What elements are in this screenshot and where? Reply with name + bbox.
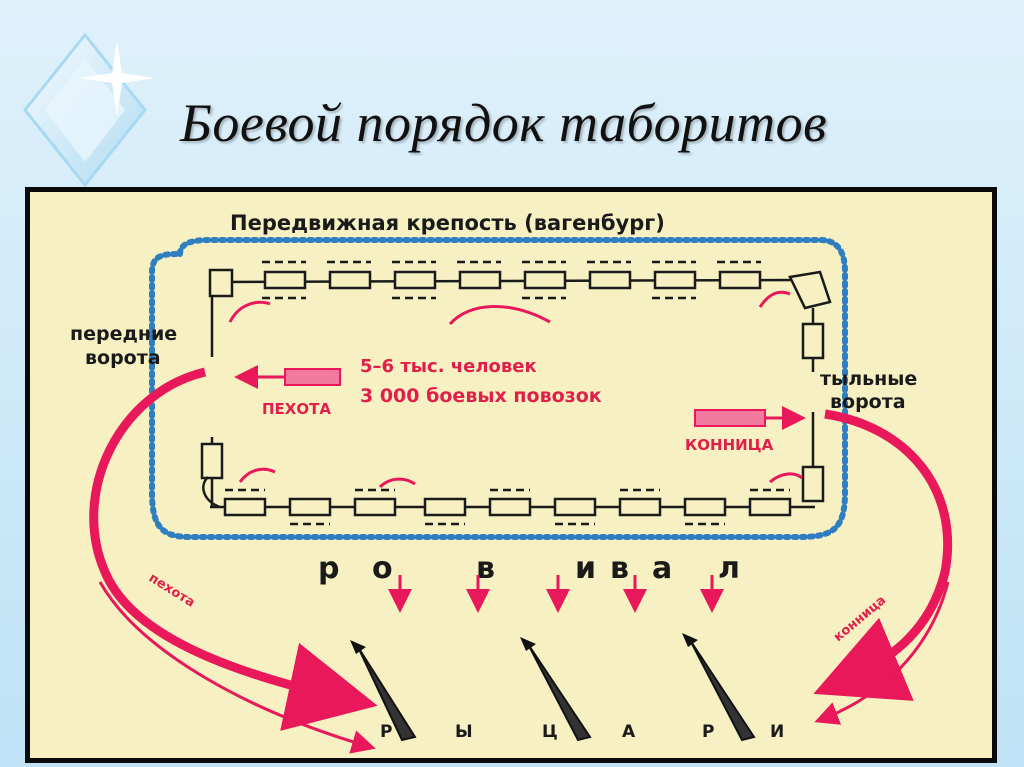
front-gate-label-line2: ворота bbox=[85, 347, 161, 369]
ditch-letter: в bbox=[476, 551, 495, 586]
front-gate-label-line1: передние bbox=[70, 323, 177, 345]
ditch-label: р о в и в а л bbox=[318, 551, 740, 586]
infantry-flank-arrow bbox=[89, 367, 378, 731]
infantry-flank-arrow-thin bbox=[98, 581, 376, 754]
rear-gate-label-line1: тыльные bbox=[820, 368, 917, 390]
ditch-outline bbox=[149, 237, 848, 540]
ditch-letter: а bbox=[652, 551, 672, 586]
knights-letter: Ы bbox=[455, 722, 473, 742]
strength-men: 5–6 тыс. человек bbox=[360, 356, 537, 377]
knights-letter: И bbox=[770, 722, 784, 742]
wagon-chain-top bbox=[208, 260, 832, 310]
knights-letter: Р bbox=[380, 722, 392, 742]
knights-letter: Ц bbox=[542, 722, 558, 742]
infantry-label: ПЕХОТА bbox=[262, 400, 331, 418]
battle-order-diagram: Передвижная крепость (вагенбург) bbox=[70, 211, 953, 754]
ditch-letter: о bbox=[372, 551, 393, 586]
knight-wedges bbox=[350, 633, 756, 742]
infantry-unit: ПЕХОТА bbox=[234, 365, 341, 418]
knights-letter: А bbox=[622, 722, 636, 742]
cavalry-unit: КОННИЦА bbox=[685, 406, 806, 454]
fire-arrows-down bbox=[388, 575, 724, 613]
wagon-chain-left bbox=[200, 296, 224, 509]
ditch-letter: л bbox=[718, 551, 740, 586]
diagram-frame: Передвижная крепость (вагенбург) bbox=[25, 187, 997, 763]
slide-title: Боевой порядок таборитов bbox=[180, 93, 828, 153]
cavalry-flank-arrow-thin bbox=[814, 581, 950, 725]
knights-label: Р Ы Ц А Р И bbox=[380, 722, 784, 742]
rear-gate-label-line2: ворота bbox=[830, 391, 906, 413]
left-arrow-label: пехота bbox=[146, 571, 198, 611]
ditch-letter: и bbox=[575, 551, 596, 586]
sparkle-diamond-decoration bbox=[20, 30, 160, 190]
cavalry-label: КОННИЦА bbox=[685, 436, 774, 454]
wagon-chain-bottom bbox=[210, 488, 815, 526]
knights-letter: Р bbox=[702, 722, 714, 742]
ditch-letter: в bbox=[610, 551, 629, 586]
wagon-chain-right bbox=[801, 308, 825, 503]
ditch-letter: р bbox=[318, 551, 339, 586]
right-arrow-label: конница bbox=[831, 593, 889, 645]
defense-fire-markers bbox=[228, 290, 803, 489]
fortress-title: Передвижная крепость (вагенбург) bbox=[230, 211, 665, 235]
sparkle-star-icon bbox=[79, 40, 155, 116]
strength-wagons: 3 000 боевых повозок bbox=[360, 385, 602, 407]
cavalry-flank-arrow bbox=[813, 409, 953, 701]
